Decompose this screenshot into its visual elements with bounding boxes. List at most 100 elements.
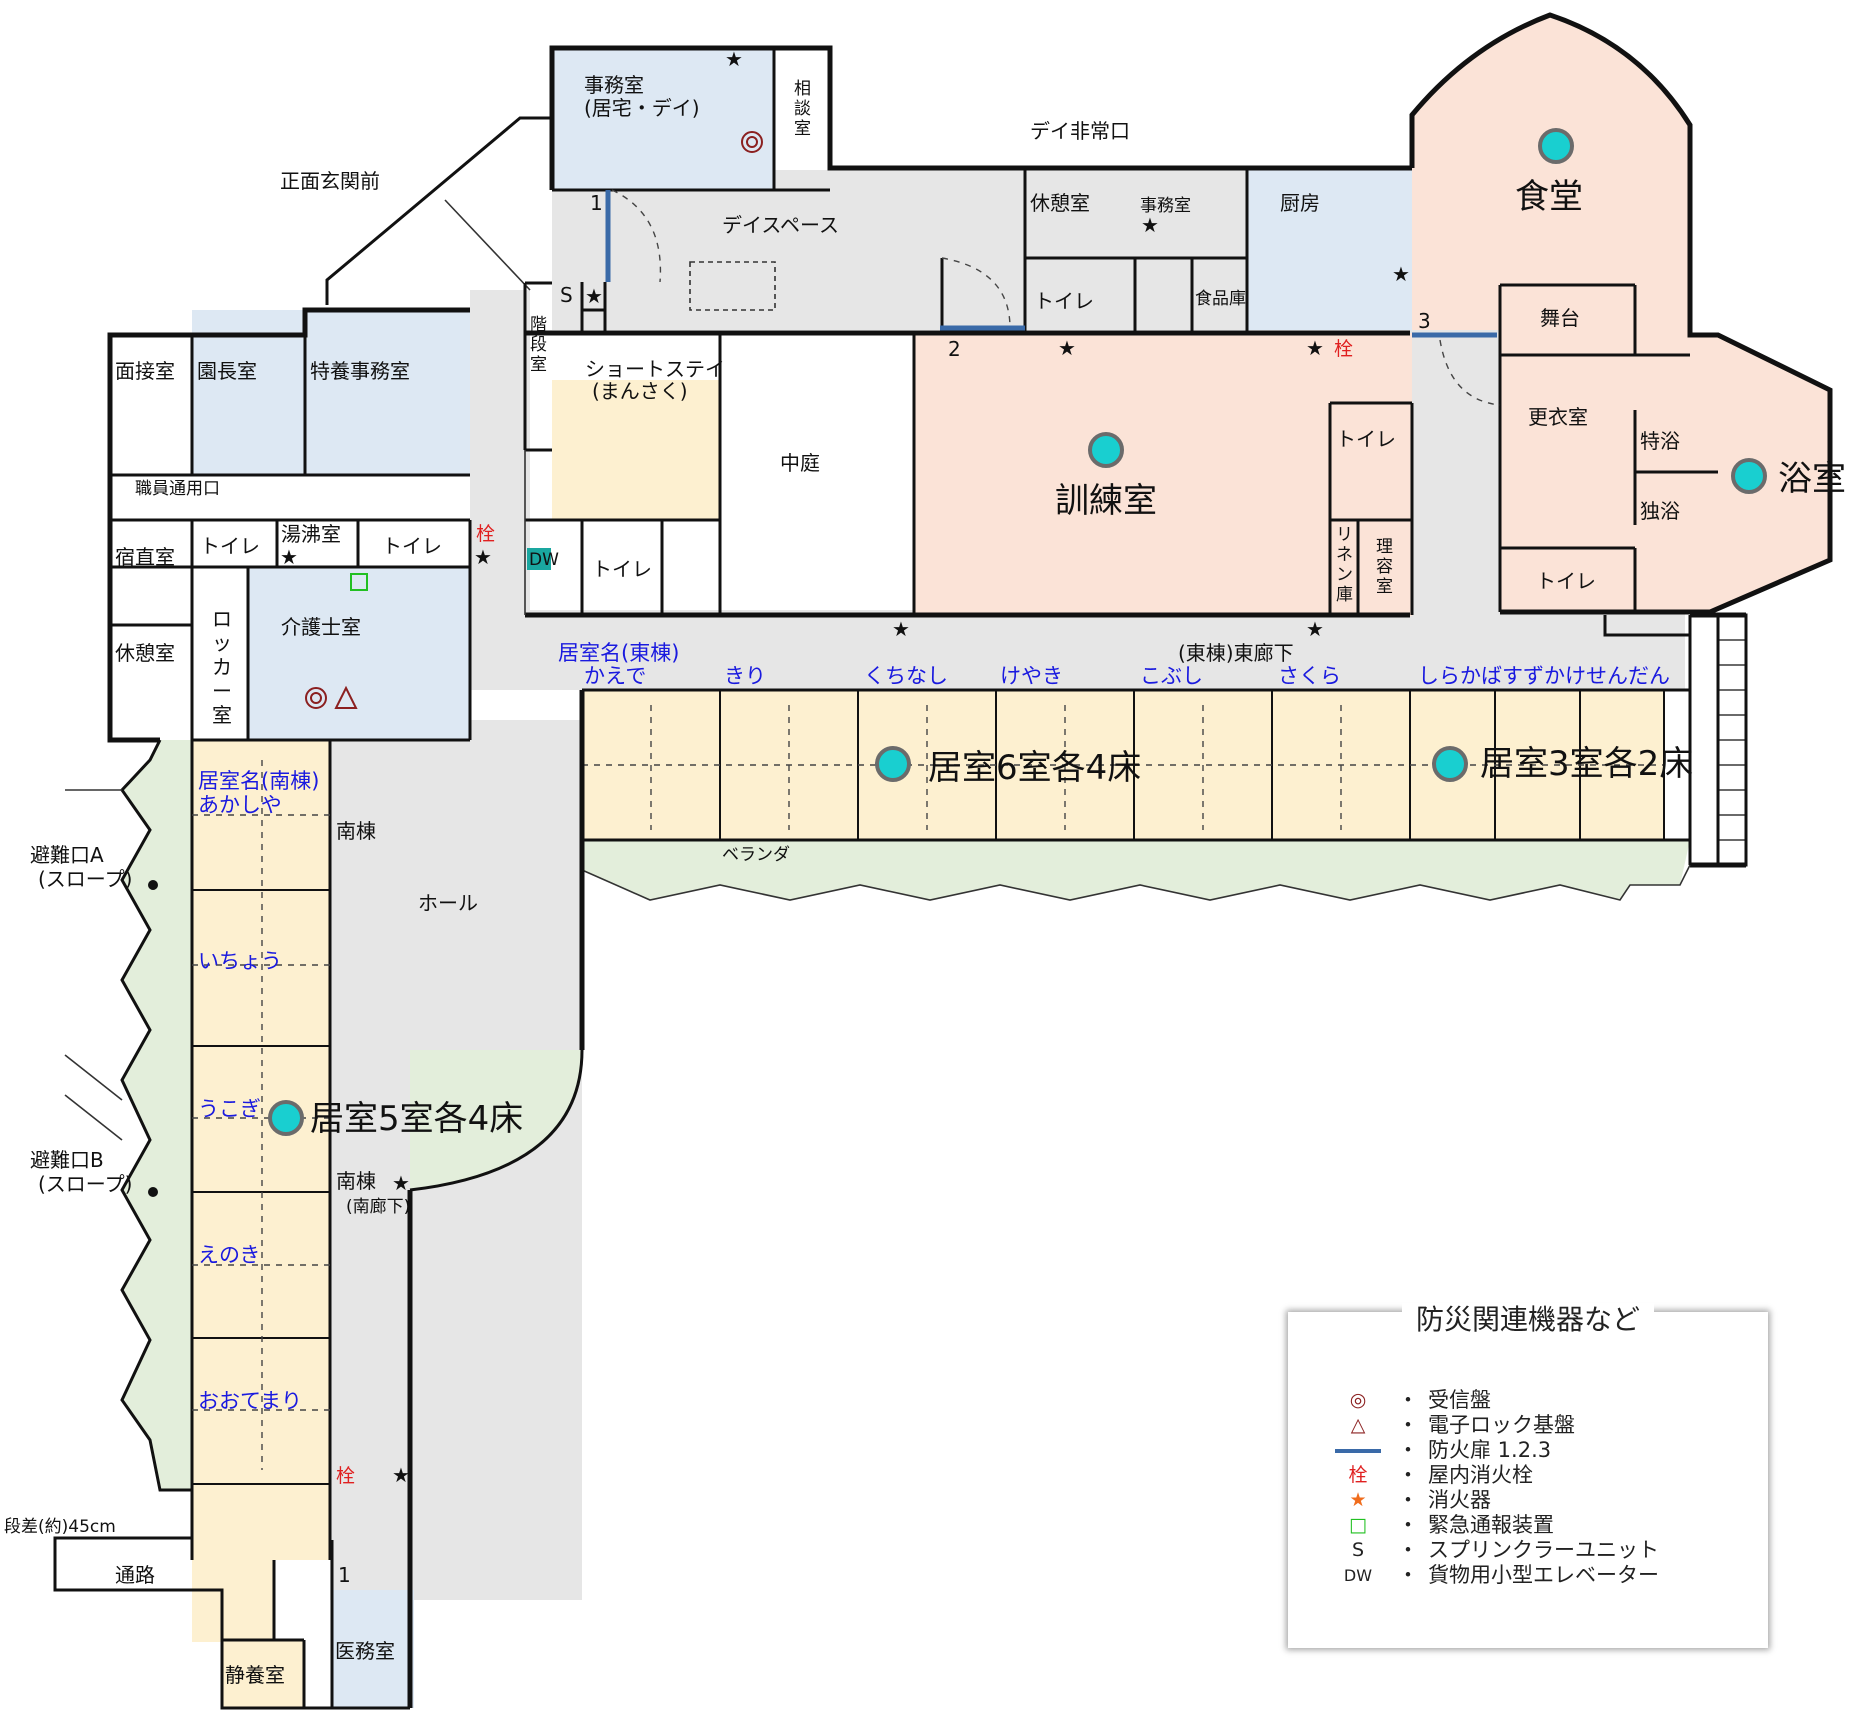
svg-text:トイレ: トイレ [200, 534, 260, 558]
room-name: おおてまり [198, 1389, 302, 1413]
marker-bath [1731, 458, 1767, 494]
room-name: さくら [1278, 664, 1341, 688]
east-rooms-6-label: 居室6室各4床 [928, 748, 1141, 788]
sprinkler-mark: S [560, 283, 573, 307]
svg-text:面接室: 面接室 [115, 359, 175, 383]
svg-text:栓: 栓 [336, 1465, 355, 1487]
room-labels: 事務室 (居宅・デイ) 相 談 室 正面玄関前 デイ非常口 デイスペース 休憩室… [4, 73, 1846, 1687]
legend-panel: 防災関連機器など ◎・受信盤 △・電子ロック基盤 ・防火扉 1.2.3 栓・屋内… [1288, 1303, 1768, 1648]
fire-doors [605, 190, 1497, 338]
receiver-panel-icon [305, 687, 327, 709]
bath-label: 浴室 [1778, 459, 1846, 499]
svg-text:★: ★ [1141, 213, 1159, 237]
svg-text:ロ: ロ [212, 607, 232, 631]
south-rooms-5-label: 居室5室各4床 [310, 1099, 523, 1139]
office-label: 事務室 [584, 73, 644, 97]
legend-item: ★・消火器 [1328, 1488, 1659, 1513]
receiver-panel-icon: ◎ [1349, 1389, 1367, 1411]
day-emergency-exit-label: デイ非常口 [1030, 119, 1130, 143]
legend-item: S・スプリンクラーユニット [1328, 1538, 1659, 1563]
svg-text:★: ★ [392, 1463, 410, 1487]
svg-text:ン: ン [1336, 565, 1353, 585]
room-name: すずかけ [1502, 664, 1586, 688]
room-name: かえで [584, 664, 646, 688]
legend-item: DW・貨物用小型エレベーター [1328, 1563, 1659, 1588]
svg-text:宿直室: 宿直室 [115, 545, 175, 569]
dumbwaiter-icon: DW [1343, 1566, 1373, 1585]
svg-text:舞台: 舞台 [1540, 306, 1580, 330]
room-name: きり [724, 664, 766, 688]
svg-text:トイレ: トイレ [1336, 427, 1396, 451]
svg-text:談: 談 [794, 99, 811, 119]
svg-text:南棟: 南棟 [336, 819, 376, 843]
emergency-call-icon: □ [1349, 1514, 1367, 1536]
legend-item: ◎・受信盤 [1328, 1388, 1659, 1413]
east-wing-room-heading: 居室名(東棟) [558, 641, 679, 665]
svg-text:特養事務室: 特養事務室 [310, 359, 410, 383]
east-room-names: かえで きり くちなし けやき こぶし さくら しらかば すずかけ せんだん [584, 664, 1670, 688]
svg-text:階: 階 [530, 315, 547, 335]
svg-text:★: ★ [392, 1171, 410, 1195]
room-name: けやき [1000, 664, 1063, 688]
hydrant-icon: 栓 [1348, 1464, 1368, 1486]
svg-text:(スロープ): (スロープ) [38, 1172, 132, 1196]
svg-text:★: ★ [474, 545, 492, 569]
svg-text:室: 室 [212, 703, 232, 727]
fire-door-2-number: 2 [948, 337, 961, 361]
emergency-call-icon [350, 573, 368, 591]
svg-text:リ: リ [1336, 525, 1353, 545]
svg-text:室: 室 [1376, 577, 1393, 597]
marker-training [1088, 432, 1124, 468]
svg-text:トイレ: トイレ [1536, 569, 1596, 593]
extinguisher-icons: ★ ★ ★ ★ ★ ★ ★ ★ ★ ★ ★ ★ [280, 47, 1410, 1487]
svg-text:更衣室: 更衣室 [1528, 405, 1588, 429]
door-swings [611, 189, 1501, 406]
office-sub-label: (居宅・デイ) [584, 96, 700, 120]
passage-label: 通路 [115, 1563, 155, 1587]
sprinkler-icon: S [1351, 1539, 1365, 1561]
marker-east-rooms-3 [1432, 746, 1468, 782]
svg-text:トイレ: トイレ [1034, 289, 1094, 313]
svg-text:厨房: 厨房 [1280, 191, 1320, 215]
courtyard-label: 中庭 [780, 451, 820, 475]
room-name: あかしや [198, 793, 282, 817]
caregiver-room-label: 介護士室 [281, 615, 361, 639]
dayspace-label: デイスペース [722, 213, 839, 237]
veranda-label: ベランダ [722, 845, 790, 865]
room-name: せんだん [1586, 664, 1670, 688]
dumbwaiter-mark: DW [529, 550, 559, 570]
svg-text:★: ★ [280, 545, 298, 569]
svg-text:静養室: 静養室 [225, 1663, 285, 1687]
marker-dining [1538, 128, 1574, 164]
svg-text:南棟: 南棟 [336, 1169, 376, 1193]
legend-item: 栓・屋内消火栓 [1328, 1463, 1659, 1488]
hall-label: ホール [418, 891, 478, 915]
room-name: えのき [198, 1243, 260, 1267]
east-corridor-label: (東棟)東廊下 [1178, 641, 1294, 665]
evacuation-exit-b-label: 避難口B [30, 1148, 104, 1172]
svg-text:段: 段 [530, 335, 547, 355]
svg-text:室: 室 [794, 119, 811, 139]
svg-text:★: ★ [585, 284, 603, 308]
svg-text:室: 室 [530, 355, 547, 375]
svg-text:(スロープ): (スロープ) [38, 867, 132, 891]
hydrant-icons: 栓 栓 栓 [336, 338, 1353, 1487]
training-room-label: 訓練室 [1055, 481, 1157, 521]
svg-text:事務室: 事務室 [1140, 196, 1191, 216]
legend-item: ・防火扉 1.2.3 [1328, 1438, 1659, 1463]
svg-text:★: ★ [1306, 336, 1324, 360]
svg-text:湯沸室: 湯沸室 [281, 522, 341, 546]
dining-room-label: 食堂 [1515, 177, 1583, 217]
marker-east-rooms-6 [875, 746, 911, 782]
svg-text:ッ: ッ [212, 631, 232, 655]
equipment-icons [305, 131, 763, 709]
svg-text:独浴: 独浴 [1640, 499, 1680, 523]
room-name: くちなし [864, 664, 948, 688]
svg-text:(南廊下): (南廊下) [346, 1197, 410, 1217]
room-name: うこぎ [198, 1097, 261, 1121]
svg-text:理: 理 [1376, 537, 1393, 557]
short-stay-label: ショートステイ [585, 357, 725, 381]
svg-text:★: ★ [1058, 336, 1076, 360]
svg-text:栓: 栓 [1334, 338, 1353, 360]
svg-text:職員通用口: 職員通用口 [135, 479, 220, 499]
